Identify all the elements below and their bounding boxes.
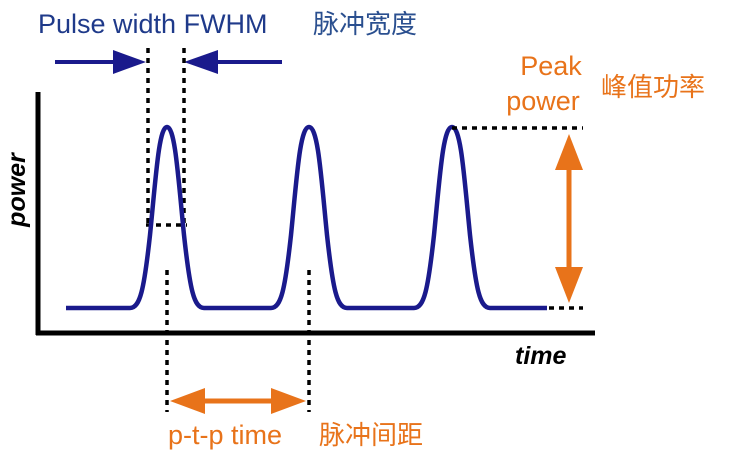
ptp-arrow xyxy=(170,388,306,414)
x-axis-label: time xyxy=(515,342,567,370)
peak-power-label-line2: power xyxy=(506,86,580,116)
fwhm-left-arrow xyxy=(55,50,146,74)
peak-power-arrow xyxy=(555,134,583,303)
ptp-time-label: p-t-p time xyxy=(168,420,282,450)
y-axis-label: power xyxy=(3,152,31,228)
fwhm-right-arrow xyxy=(184,50,282,74)
pulse-width-chinese-label: 脉冲宽度 xyxy=(313,10,417,40)
peak-power-label-line1: Peak xyxy=(520,51,582,81)
pulse-width-label: Pulse width FWHM xyxy=(38,9,268,39)
ptp-chinese-label: 脉冲间距 xyxy=(319,421,423,451)
peak-power-chinese-label: 峰值功率 xyxy=(601,73,705,103)
pulse-train-curve xyxy=(66,124,547,311)
